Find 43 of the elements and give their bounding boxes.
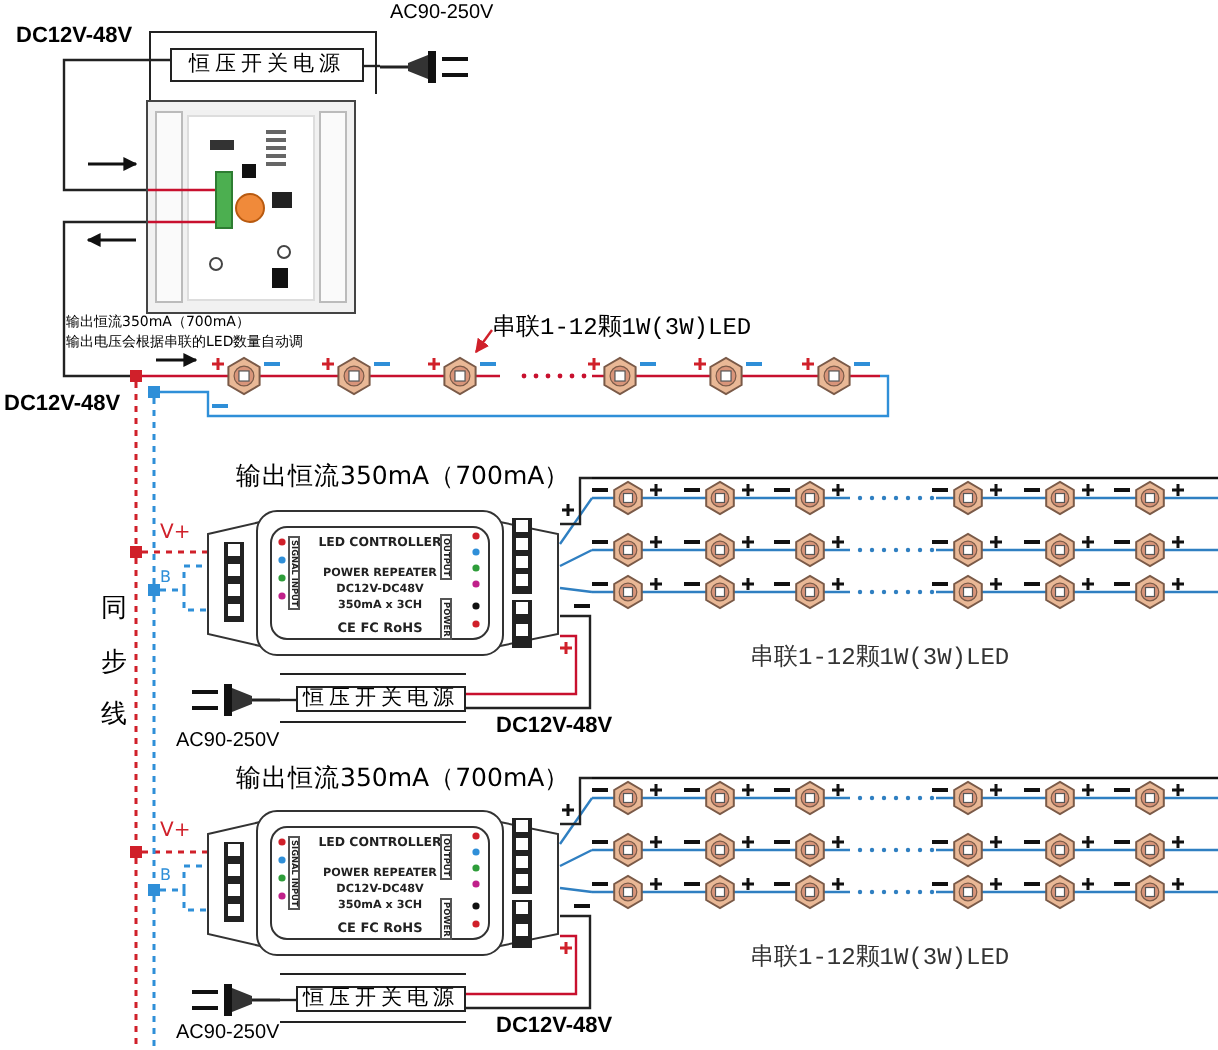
terminal-label: B <box>160 570 171 586</box>
power-supply-box: 恒压开关电源 <box>296 986 466 1012</box>
voltage-label: AC90-250V <box>176 1024 280 1044</box>
led-string-label: 串联1-12颗1W(3W)LED <box>750 646 1010 670</box>
wire <box>62 220 146 378</box>
output-current-heading: 输出恒流350mA（700mA） <box>236 464 571 489</box>
terminal-label: V+ <box>160 822 191 842</box>
wire <box>134 558 138 846</box>
leader-line <box>142 374 200 378</box>
wire <box>142 550 208 554</box>
power-supply-box: 恒压开关电源 <box>296 686 466 712</box>
terminal-label: V+ <box>160 524 191 544</box>
led-string-label: 串联1-12颗1W(3W)LED <box>492 314 842 342</box>
output-current-heading: 输出恒流350mA（700mA） <box>236 766 571 791</box>
wire <box>152 596 156 884</box>
wire <box>560 476 592 526</box>
sync-line-label: 同步线 <box>100 574 126 730</box>
wire <box>142 850 208 854</box>
wire <box>466 914 592 1010</box>
voltage-label: DC12V-48V <box>496 716 613 738</box>
voltage-label: DC12V-48V <box>16 26 133 48</box>
wire <box>466 614 592 710</box>
wire <box>558 496 594 594</box>
voltage-label: AC90-250V <box>390 4 494 24</box>
wire <box>134 858 138 1050</box>
wire <box>152 398 156 584</box>
wire <box>158 864 210 912</box>
wire <box>560 776 592 826</box>
wire <box>475 329 493 354</box>
wire <box>558 796 594 894</box>
wire <box>62 58 170 192</box>
led-string-label: 串联1-12颗1W(3W)LED <box>750 946 1010 970</box>
wire <box>160 390 200 394</box>
wire <box>152 896 156 1050</box>
voltage-label: AC90-250V <box>176 732 280 752</box>
power-supply-box: 恒压开关电源 <box>170 48 364 82</box>
wire <box>158 564 210 612</box>
wire <box>466 934 578 996</box>
wire <box>134 382 138 546</box>
voltage-label: DC12V-48V <box>496 1016 613 1038</box>
wire <box>466 634 578 696</box>
voltage-label: DC12V-48V <box>4 394 121 416</box>
terminal-label: B <box>160 868 171 884</box>
